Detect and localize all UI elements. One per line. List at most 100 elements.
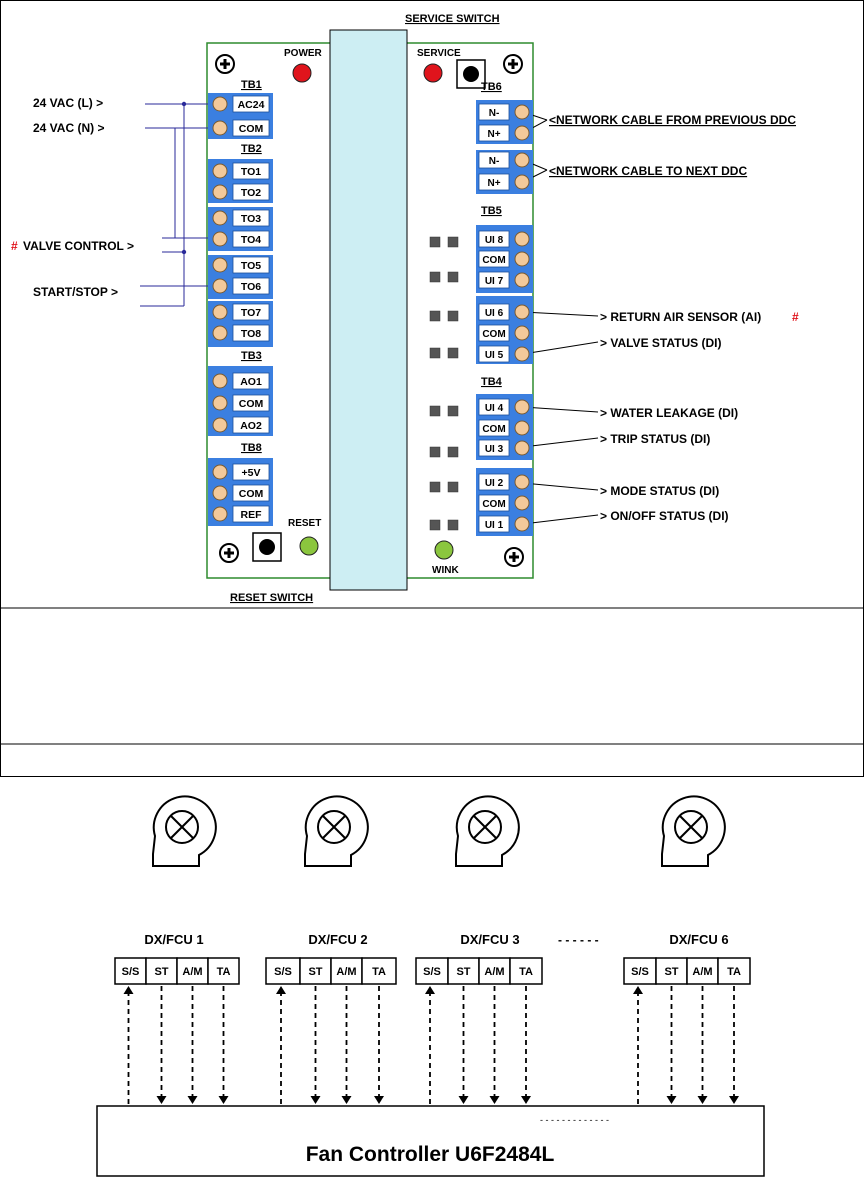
left-wiring [140, 103, 212, 307]
label-return-air: > RETURN AIR SENSOR (AI) [600, 310, 761, 324]
tb8-terminal-label: COM [239, 488, 264, 500]
tb4-terminal-label: UI 2 [485, 478, 504, 489]
fan-point-label: A/M [336, 966, 356, 978]
tb4-terminal-label: COM [482, 424, 505, 435]
fan-point-box [330, 957, 363, 985]
valve-control-hash: # [11, 239, 18, 253]
tb2-terminal-label: TO8 [241, 328, 261, 340]
terminal-screw[interactable] [514, 104, 530, 120]
terminal-screw[interactable] [212, 231, 228, 247]
terminal-label-box [232, 230, 270, 248]
terminal-screw[interactable] [212, 373, 228, 389]
tb5-label: TB5 [481, 205, 502, 217]
terminal-label-box [232, 463, 270, 481]
terminal-screw[interactable] [514, 304, 530, 320]
terminal-label-box [478, 515, 510, 533]
tb5-terminal-label: UI 8 [485, 235, 504, 246]
terminal-screw[interactable] [514, 251, 530, 267]
terminal-label-box [478, 124, 510, 142]
tb5-terminal-label: UI 6 [485, 308, 504, 319]
label-24vac-n: 24 VAC (N) > [33, 121, 104, 135]
fan-point-label: A/M [182, 966, 202, 978]
fan-point-label: TA [372, 966, 386, 978]
tb2-terminal-label: TO5 [241, 260, 261, 272]
unit-separator: - - - - - - [558, 933, 599, 947]
fan-point-box [509, 957, 543, 985]
tb6-terminal-label: N- [489, 156, 500, 167]
tb3-terminal-label: AO1 [240, 376, 262, 388]
terminal-screw[interactable] [212, 506, 228, 522]
fan-point-label: ST [154, 966, 168, 978]
fan-point-box [717, 957, 751, 985]
outer-frame [0, 0, 864, 777]
terminal-screw[interactable] [212, 417, 228, 433]
terminal-screw[interactable] [212, 395, 228, 411]
terminal-screw[interactable] [514, 495, 530, 511]
reset-switch-label: RESET SWITCH [230, 592, 313, 604]
terminal-screw[interactable] [212, 163, 228, 179]
fan-icon [455, 795, 520, 867]
terminal-label-box [232, 303, 270, 321]
terminal-screw[interactable] [212, 257, 228, 273]
reset-button[interactable] [252, 532, 282, 562]
terminal-blocks: AC24COMTO1TO2TO3TO4TO5TO6TO7TO8AO1COMAO2… [208, 93, 533, 536]
terminal-screw[interactable] [514, 474, 530, 490]
fan-icon [304, 795, 369, 867]
fan-point-label: ST [456, 966, 470, 978]
terminal-screw[interactable] [514, 346, 530, 362]
tb5-terminal-label: COM [482, 329, 505, 340]
terminal-screw[interactable] [212, 325, 228, 341]
service-button[interactable] [456, 59, 486, 89]
terminal-screw[interactable] [514, 399, 530, 415]
fan-icon [152, 795, 217, 867]
fan-point-box [265, 957, 301, 985]
terminal-label-box [478, 324, 510, 342]
terminal-screw[interactable] [514, 231, 530, 247]
tb8-label: TB8 [241, 442, 262, 454]
terminal-label-box [478, 398, 510, 416]
tb3-terminal-label: COM [239, 398, 264, 410]
terminal-screw[interactable] [514, 272, 530, 288]
terminal-screw[interactable] [514, 420, 530, 436]
fan-point-label: TA [519, 966, 533, 978]
terminal-screw[interactable] [212, 96, 228, 112]
fan-point-box [623, 957, 657, 985]
terminal-screw[interactable] [514, 125, 530, 141]
tb4-terminal-label: COM [482, 499, 505, 510]
label-24vac-l: 24 VAC (L) > [33, 96, 103, 110]
center-module [329, 29, 408, 591]
tb4-terminal-label: UI 1 [485, 520, 504, 531]
terminal-label-box [478, 345, 510, 363]
terminal-label-box [232, 484, 270, 502]
terminal-screw[interactable] [514, 152, 530, 168]
tb1-terminal-label: COM [239, 123, 264, 135]
terminal-screw[interactable] [212, 210, 228, 226]
terminal-screw[interactable] [514, 516, 530, 532]
tb6-terminal-label: N+ [487, 178, 500, 189]
fan-point-label: ST [308, 966, 322, 978]
fan-point-label: TA [217, 966, 231, 978]
fan-point-box [207, 957, 240, 985]
terminal-screw[interactable] [212, 120, 228, 136]
terminal-label-box [232, 416, 270, 434]
fan-controller-title: Fan Controller U6F2484L [306, 1143, 555, 1166]
tb8-terminal-label: +5V [242, 467, 261, 479]
tb1-terminal-label: AC24 [238, 99, 265, 111]
tb4-terminal-label: UI 3 [485, 444, 504, 455]
terminal-screw[interactable] [514, 440, 530, 456]
terminal-screw[interactable] [514, 174, 530, 190]
terminal-screw[interactable] [212, 485, 228, 501]
terminal-screw[interactable] [212, 304, 228, 320]
label-valve-control: VALVE CONTROL > [23, 239, 134, 253]
terminal-label-box [478, 439, 510, 457]
fan-unit-name: DX/FCU 6 [669, 932, 728, 947]
tb2-terminal-label: TO2 [241, 187, 261, 199]
terminal-screw[interactable] [212, 278, 228, 294]
terminal-screw[interactable] [514, 325, 530, 341]
terminal-screw[interactable] [212, 464, 228, 480]
terminal-screw[interactable] [212, 184, 228, 200]
tb2-label: TB2 [241, 143, 262, 155]
fan-point-box [478, 957, 511, 985]
